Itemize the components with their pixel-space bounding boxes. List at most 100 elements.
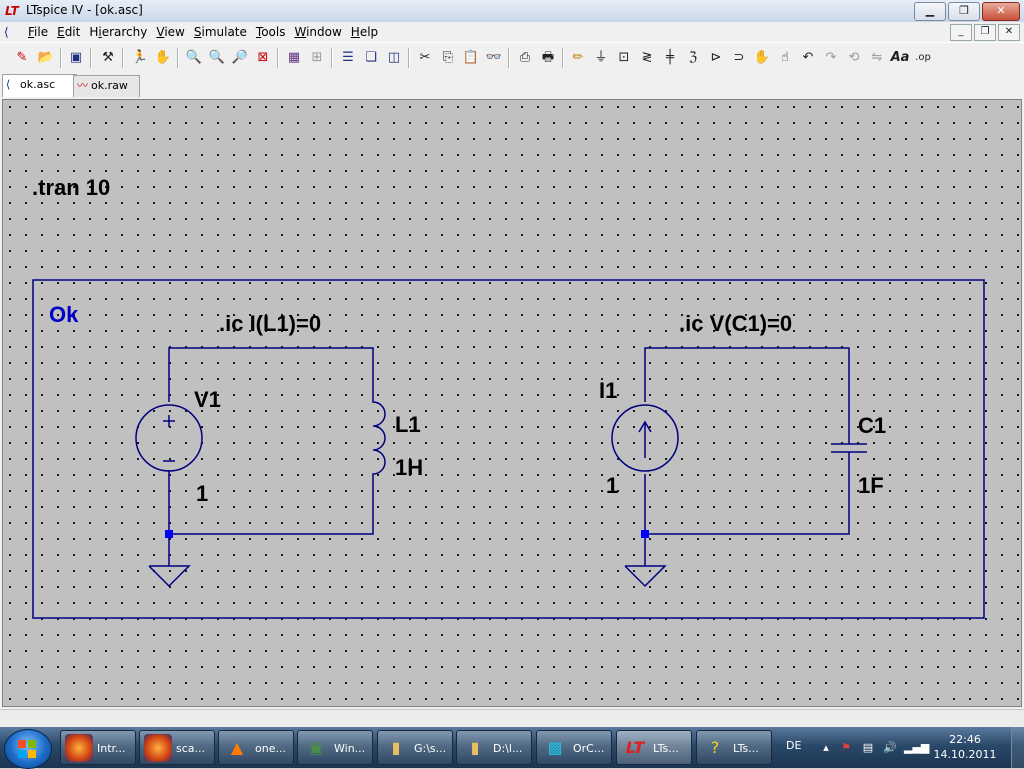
maximize-button[interactable]: ❐ [948, 2, 980, 21]
volume-icon[interactable]: 🔊 [883, 741, 897, 754]
taskbar-button-window[interactable]: ▣Win... [297, 730, 373, 765]
spice-directive-icon[interactable]: .op [915, 52, 931, 63]
pan-icon[interactable]: 🔍 [208, 50, 226, 65]
taskbar-button-folder-g[interactable]: ▮G:\s... [377, 730, 453, 765]
ltspice-app-icon[interactable]: LT [5, 4, 19, 18]
resistor-icon[interactable]: ≷ [641, 50, 653, 65]
device-icon[interactable]: ▤ [862, 741, 874, 754]
rotate-icon[interactable]: ⟲ [848, 50, 860, 65]
cascade-icon[interactable]: ❏ [365, 50, 377, 65]
junction-left [165, 530, 173, 538]
cut-icon[interactable]: ✂ [419, 50, 431, 65]
taskbar-button-vlc[interactable]: ▲one... [218, 730, 294, 765]
minimize-button[interactable]: ▁ [914, 2, 946, 21]
paste-icon[interactable]: 📋 [462, 50, 480, 65]
ground-symbol-right[interactable] [624, 565, 667, 588]
tab-ok-asc[interactable]: ⟨ok.asc [2, 74, 77, 98]
ground-symbol-left[interactable] [148, 565, 191, 588]
menu-hierarchy[interactable]: Hierarchy [89, 25, 148, 39]
wire-bottom-left[interactable] [168, 470, 374, 535]
clock[interactable]: 22:46 14.10.2011 [930, 732, 1000, 762]
find-icon[interactable]: 👓 [485, 50, 503, 65]
wire-icon[interactable]: ✏ [572, 50, 584, 65]
c1-name[interactable]: C1 [858, 413, 886, 438]
menu-file[interactable]: File [28, 25, 49, 39]
wire-top-right[interactable] [644, 347, 850, 444]
tab-ok-raw[interactable]: 〰ok.raw [73, 75, 140, 97]
menu-edit[interactable]: Edit [57, 25, 81, 39]
copy-icon[interactable]: ⎘ [442, 50, 454, 65]
doc-minimize-button[interactable]: _ [950, 24, 972, 41]
wire-bottom-right[interactable] [644, 452, 850, 535]
l1-value[interactable]: 1H [395, 455, 423, 480]
zoom-out-icon[interactable]: 🔎 [231, 50, 249, 65]
menu-simulate[interactable]: Simulate [193, 25, 247, 39]
undo-icon[interactable]: ↶ [802, 50, 814, 65]
voltage-source-v1[interactable] [135, 404, 203, 472]
i1-name[interactable]: I1 [599, 378, 617, 403]
zoom-fit-icon[interactable]: ⊠ [257, 50, 269, 65]
label-net-icon[interactable]: ⊡ [618, 50, 630, 65]
tile-horizontal-icon[interactable]: ☰ [342, 50, 354, 65]
menu-window[interactable]: Window [294, 25, 342, 39]
print-setup-icon[interactable]: ⎙ [519, 50, 531, 65]
menu-view[interactable]: View [156, 25, 185, 39]
component-icon[interactable]: ⊃ [733, 50, 745, 65]
print-icon[interactable]: 🖶 [541, 50, 555, 65]
view-all-icon[interactable]: ⊞ [311, 50, 323, 65]
help-icon: ? [710, 738, 720, 757]
tran-directive[interactable]: .tran 10 [32, 175, 110, 200]
language-indicator[interactable]: DE [786, 739, 802, 752]
ic-capacitor-directive[interactable]: .ic V(C1)=0 [679, 311, 792, 336]
c1-value[interactable]: 1F [858, 473, 884, 498]
autorange-icon[interactable]: ▦ [287, 50, 301, 65]
l1-name[interactable]: L1 [395, 412, 421, 437]
inductor-icon[interactable]: ℨ [688, 50, 697, 65]
save-icon[interactable]: ▣ [69, 50, 83, 65]
v1-name[interactable]: V1 [194, 387, 221, 412]
show-desktop-button[interactable] [1011, 727, 1024, 768]
taskbar-button-firefox-2[interactable]: sca... [139, 730, 215, 765]
taskbar: Intr... sca... ▲one... ▣Win... ▮G:\s... … [0, 727, 1024, 769]
taskbar-button-orcad[interactable]: ▩OrC... [536, 730, 612, 765]
taskbar-button-folder-d[interactable]: ▮D:\l... [456, 730, 532, 765]
taskbar-button-firefox-1[interactable]: Intr... [60, 730, 136, 765]
windows-logo-icon [18, 740, 36, 758]
run-icon[interactable]: 🏃 [131, 50, 149, 65]
network-signal-icon[interactable]: ▂▄▆ [904, 741, 930, 754]
new-schematic-icon[interactable]: ✎ [16, 50, 28, 65]
start-button[interactable] [4, 729, 52, 769]
v1-value[interactable]: 1 [196, 481, 208, 506]
zoom-in-icon[interactable]: 🔍 [185, 50, 203, 65]
menu-tools[interactable]: Tools [255, 25, 286, 39]
current-source-i1[interactable] [611, 404, 679, 472]
doc-close-button[interactable]: ✕ [998, 24, 1020, 41]
ok-frame[interactable] [32, 279, 985, 619]
show-hidden-icons-icon[interactable]: ▴ [823, 741, 829, 754]
drag-icon[interactable]: ☝ [781, 50, 789, 65]
redo-icon[interactable]: ↷ [825, 50, 837, 65]
taskbar-button-ltspice-help[interactable]: ?LTs... [696, 730, 772, 765]
text-icon[interactable]: Aa [890, 50, 910, 65]
ok-label[interactable]: Ok [49, 302, 79, 327]
open-icon[interactable]: 📂 [37, 50, 55, 65]
inductor-l1[interactable] [372, 394, 386, 482]
halt-icon[interactable]: ✋ [154, 50, 172, 65]
mirror-icon[interactable]: ⇋ [871, 50, 883, 65]
action-center-icon[interactable]: ⚑ [841, 741, 851, 754]
move-icon[interactable]: ✋ [753, 50, 771, 65]
diode-icon[interactable]: ⊳ [710, 50, 722, 65]
tile-vertical-icon[interactable]: ◫ [387, 50, 401, 65]
ic-inductor-directive[interactable]: .ic I(L1)=0 [219, 311, 321, 336]
menu-help[interactable]: Help [350, 25, 379, 39]
i1-value[interactable]: 1 [606, 473, 618, 498]
close-button[interactable]: ✕ [982, 2, 1020, 21]
wire-top-left[interactable] [168, 347, 374, 402]
schematic-canvas[interactable]: .tran 10 Ok .ic I(L1)=0 [2, 99, 1022, 707]
capacitor-icon[interactable]: ╪ [666, 50, 674, 65]
doc-restore-button[interactable]: ❐ [974, 24, 996, 41]
ground-icon[interactable]: ⏚ [594, 50, 608, 65]
document-icon[interactable]: ⟨ [4, 25, 9, 39]
control-panel-icon[interactable]: ⚒ [102, 50, 114, 65]
